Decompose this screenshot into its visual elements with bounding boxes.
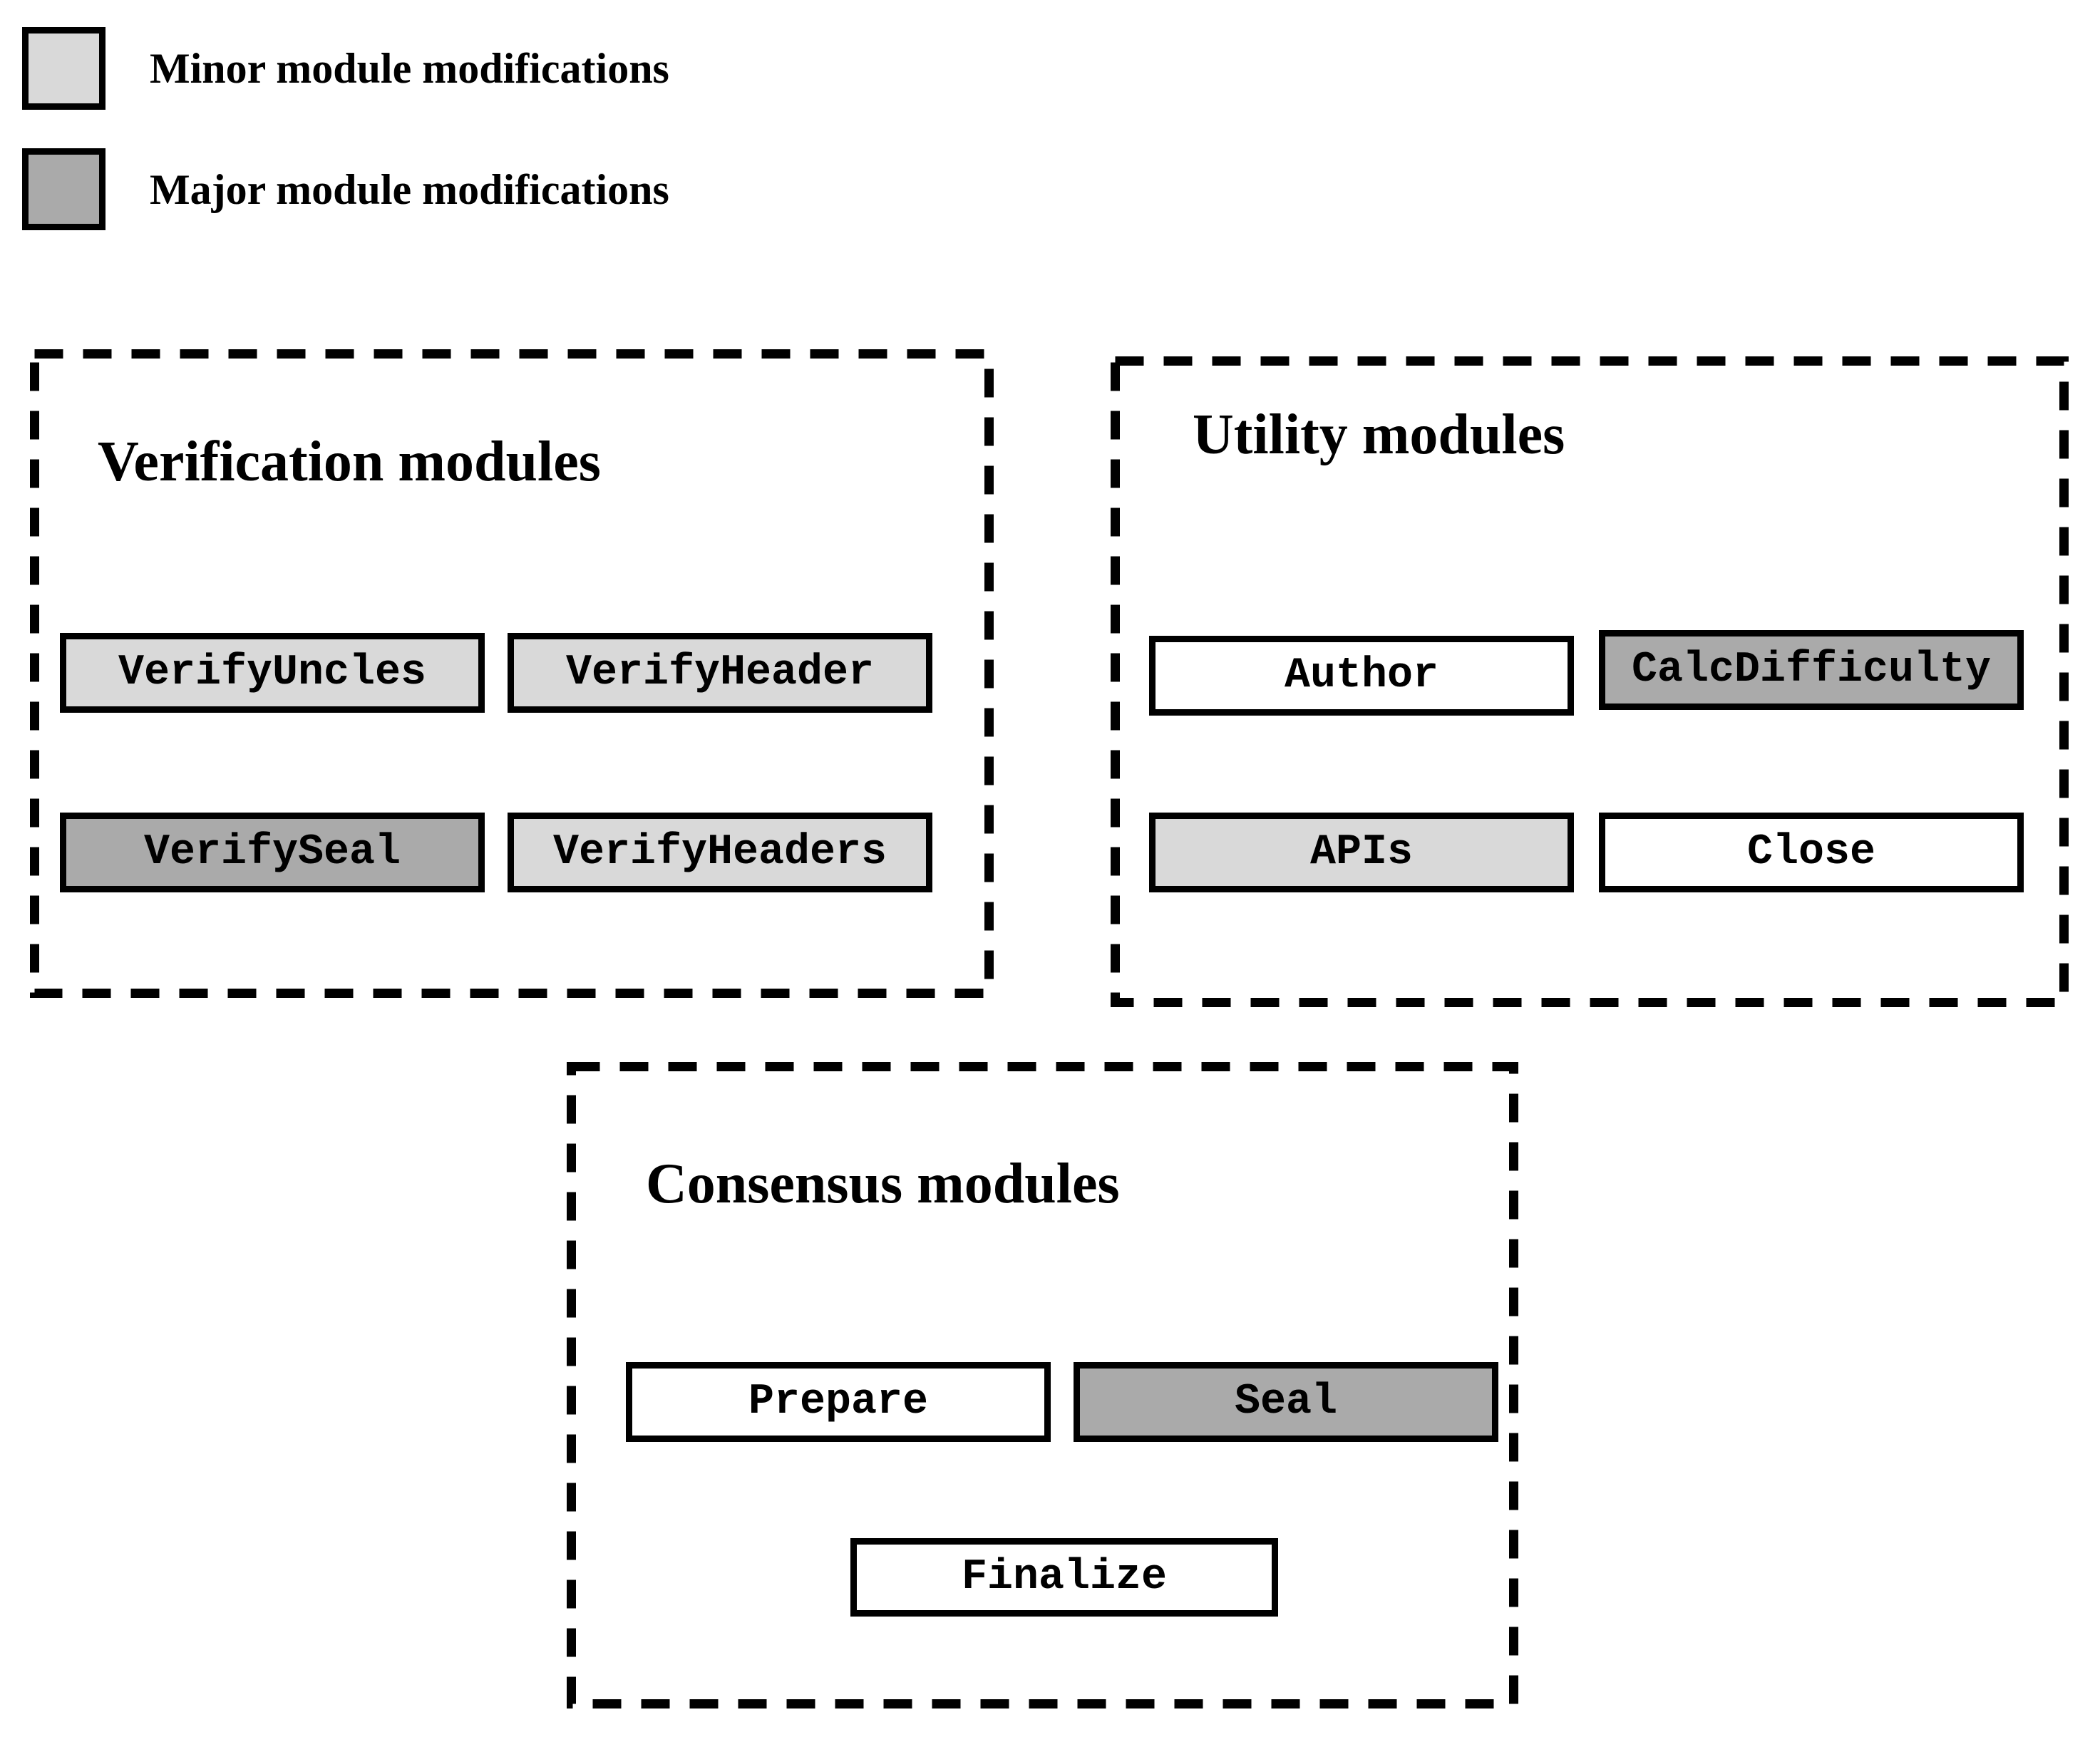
module-seal: Seal: [1074, 1362, 1498, 1442]
module-seal-label: Seal: [1234, 1378, 1338, 1426]
utility-group-title: Utility modules: [1193, 403, 1565, 466]
module-verifyseal-label: VerifySeal: [143, 828, 401, 877]
legend-swatch-major: [22, 148, 105, 230]
module-apis-label: APIs: [1309, 828, 1414, 877]
module-verifyuncles: VerifyUncles: [60, 633, 485, 713]
module-verifyheader-label: VerifyHeader: [565, 649, 875, 697]
module-verifyuncles-label: VerifyUncles: [118, 649, 427, 697]
verification-group-title: Verification modules: [98, 431, 601, 493]
module-verifyheaders-label: VerifyHeaders: [552, 828, 887, 877]
verification-group-border: [30, 349, 994, 998]
module-verifyheaders: VerifyHeaders: [508, 813, 932, 892]
module-close: Close: [1599, 813, 2024, 892]
module-author-label: Author: [1284, 651, 1439, 700]
module-finalize: Finalize: [850, 1538, 1278, 1617]
legend-label-minor: Minor module modifications: [150, 45, 669, 92]
legend-label-major: Major module modifications: [150, 166, 669, 213]
module-prepare: Prepare: [626, 1362, 1051, 1442]
consensus-group-border: [567, 1062, 1518, 1708]
consensus-group-title: Consensus modules: [646, 1153, 1120, 1215]
module-close-label: Close: [1746, 828, 1876, 877]
module-finalize-label: Finalize: [961, 1553, 1168, 1602]
module-verifyheader: VerifyHeader: [508, 633, 932, 713]
legend-swatch-minor: [22, 27, 105, 110]
module-prepare-label: Prepare: [748, 1378, 929, 1426]
module-apis: APIs: [1149, 813, 1574, 892]
module-calcdifficulty: CalcDifficulty: [1599, 630, 2024, 710]
module-calcdifficulty-label: CalcDifficulty: [1631, 646, 1992, 694]
utility-group-border: [1111, 356, 2069, 1007]
module-author: Author: [1149, 636, 1574, 716]
module-verifyseal: VerifySeal: [60, 813, 485, 892]
